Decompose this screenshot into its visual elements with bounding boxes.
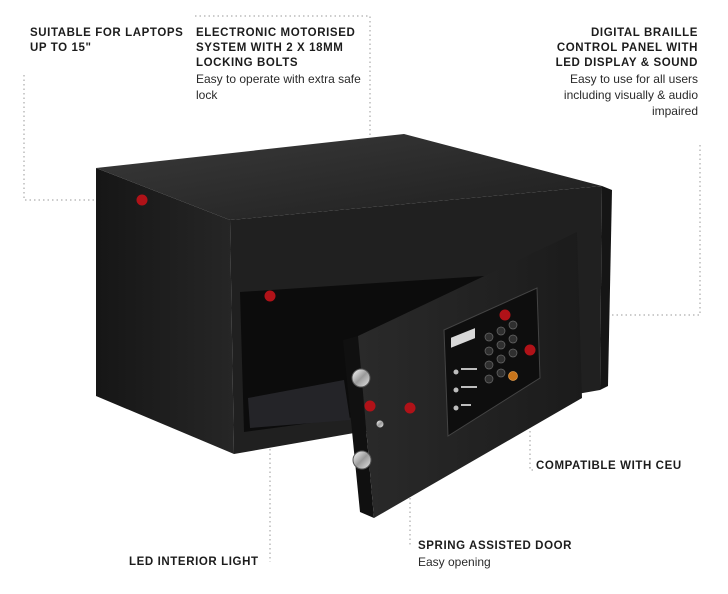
callout-braille: Digital braille control panel with LED d… <box>538 26 698 119</box>
callout-spring-description: Easy opening <box>418 555 491 569</box>
safe-right-face <box>600 186 612 390</box>
callout-led-light-heading: LED interior light <box>129 556 259 568</box>
callout-braille-description: Easy to use for all users including visu… <box>563 72 698 118</box>
callout-led-light: LED interior light <box>129 555 289 570</box>
marker-motorised <box>364 400 376 412</box>
key-override <box>376 420 384 428</box>
callout-spring: Spring assisted door Easy opening <box>418 539 618 570</box>
safe-door <box>343 232 582 518</box>
marker-led-light <box>264 290 276 302</box>
marker-ceu <box>524 344 536 356</box>
safe-left-face <box>96 168 234 454</box>
callout-laptops: Suitable for laptops up to 15" <box>30 26 190 56</box>
bolt-upper <box>351 368 371 388</box>
keypad <box>484 320 518 384</box>
panel-instruction-icons <box>453 368 477 411</box>
callout-motorised-description: Easy to operate with extra safe lock <box>196 72 361 102</box>
marker-dots <box>136 194 536 414</box>
marker-laptops <box>136 194 148 206</box>
marker-braille <box>499 309 511 321</box>
safe-top-face <box>96 134 602 220</box>
callout-laptops-heading: Suitable for laptops up to 15" <box>30 27 184 54</box>
led-display <box>451 328 475 348</box>
callout-motorised: Electronic motorised system with 2 x 18m… <box>196 26 368 103</box>
leader-line-ceu <box>529 350 534 471</box>
callout-spring-heading: Spring assisted door <box>418 540 573 552</box>
callout-ceu-heading: Compatible with CEU <box>536 460 682 472</box>
bolt-lower <box>352 450 372 470</box>
callout-braille-heading: Digital braille control panel with LED d… <box>555 27 698 69</box>
locking-bolts <box>351 368 384 470</box>
safe-interior-floor <box>248 380 350 428</box>
door-edge <box>343 336 374 518</box>
callout-ceu: Compatible with CEU <box>536 459 716 474</box>
marker-spring <box>404 402 416 414</box>
callout-motorised-heading: Electronic motorised system with 2 x 18m… <box>196 27 356 69</box>
